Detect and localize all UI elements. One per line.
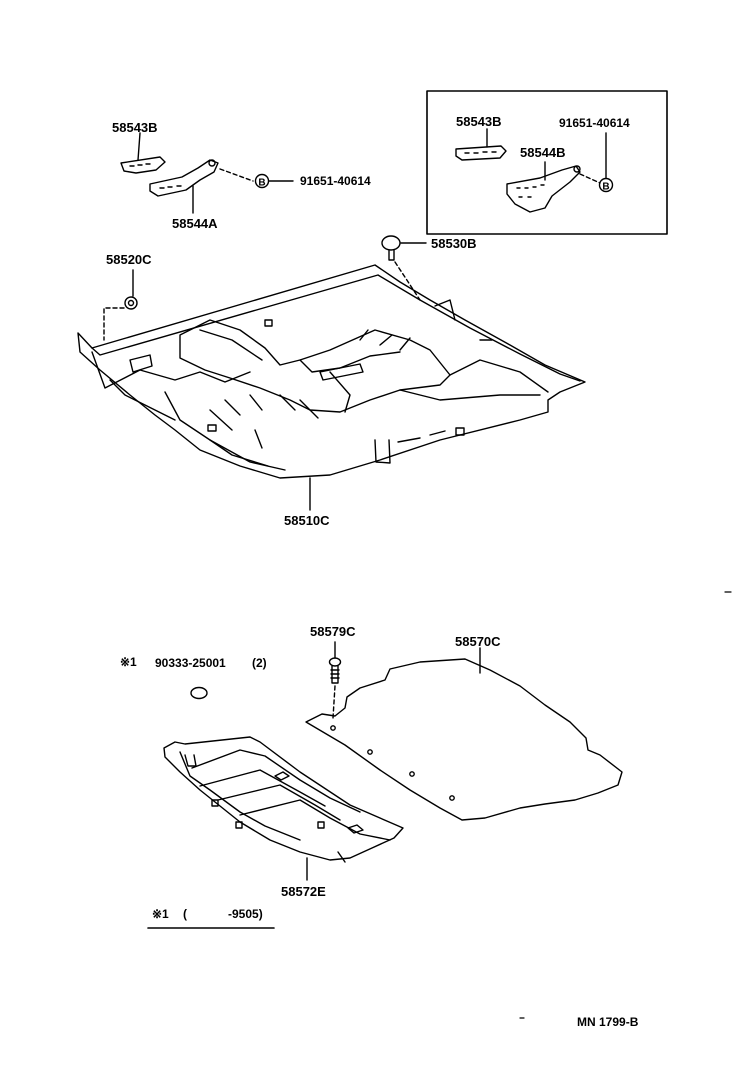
part-label-58510c[interactable]: 58510C [284,513,330,528]
bolt-marker-main: B [258,178,265,189]
part-label-91651-inset[interactable]: 91651-40614 [559,116,630,130]
part-label-90333[interactable]: 90333-25001 [155,656,226,670]
luggage-mat-58570c [305,658,623,821]
bolt-marker-inset: B [602,182,609,193]
diagram-code: MN 1799-B [577,1015,639,1029]
inset-frame [426,90,668,235]
footnote-marker: ※1 [152,907,169,921]
leader-dashed-58579c [332,685,336,719]
part-label-58570c[interactable]: 58570C [455,634,501,649]
part-label-58543b-main[interactable]: 58543B [112,120,158,135]
leader-dashed-inset [579,173,601,184]
leader-dashed-58520c [103,307,125,341]
bracket-58544a [149,159,219,197]
clip-58520c [124,296,138,310]
footnote-range: -9505) [228,907,263,921]
part-label-58544b[interactable]: 58544B [520,145,566,160]
clip-58579c [328,657,342,684]
part-label-58530b[interactable]: 58530B [431,236,477,251]
footnote-open-paren: ( [183,907,187,921]
part-label-58579c[interactable]: 58579C [310,624,356,639]
bracket-58543b-inset [455,145,507,161]
part-label-58520c[interactable]: 58520C [106,252,152,267]
grommet-90333 [190,686,208,700]
part-label-58543b-inset[interactable]: 58543B [456,114,502,129]
leader-dashed-to-bolt [219,168,254,182]
part-label-58544a[interactable]: 58544A [172,216,218,231]
bracket-58544b [506,165,581,213]
part-label-91651-main[interactable]: 91651-40614 [300,174,371,188]
tray-58572e [163,736,404,863]
leader-dashed-58530b [394,261,421,301]
floor-carpet-58510c [77,264,586,479]
plug-58530b [381,235,401,261]
part-qty-90333: (2) [252,656,267,670]
bracket-58543b-main [120,156,166,174]
note-marker-90333: ※1 [120,655,137,669]
leader-58543b-main [137,132,141,161]
part-label-58572e[interactable]: 58572E [281,884,326,899]
